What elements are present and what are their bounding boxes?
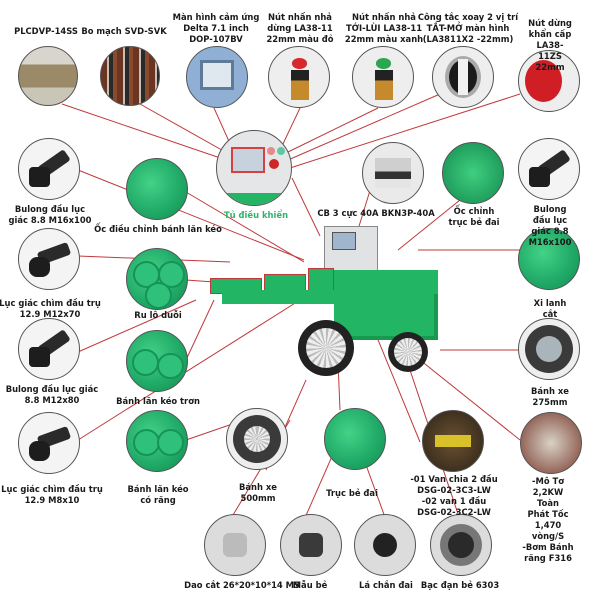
label-btn-green: Nút nhấn nhả TỚI-LÙI LA38-11 22mm màu xa…: [344, 12, 424, 44]
adjust-nut-image: [126, 158, 188, 220]
connector-line: [185, 191, 305, 263]
hex-bolt-m16-left-image: [18, 138, 80, 200]
label-toothed-roller: Bánh lăn kéo có răng: [127, 484, 189, 505]
cutting-blade-image: [204, 514, 266, 576]
label-estop: Nút dừng khẩn cấp LA38-11ZS 22mm: [528, 18, 572, 72]
label-socket-m8: Lục giác chìm đầu trụ 12.9 M8x10: [1, 484, 103, 505]
label-straightener: Ru lô duỗi: [134, 310, 182, 320]
connector-line: [77, 299, 301, 441]
bending-shaft-image: [324, 408, 386, 470]
socket-screw-m8-image: [18, 412, 80, 474]
label-bend-die: Mẫu bẻ: [292, 580, 328, 590]
touch-screen-image: [186, 46, 248, 108]
label-guard-plate: Lá chắn đai: [359, 580, 413, 590]
connector-line: [77, 299, 197, 353]
label-rotary: Công tắc xoay 2 vị trí TẮT-MỞ màn hình (…: [417, 12, 519, 44]
label-cb: CB 3 cực 40A BKN3P-40A: [317, 208, 435, 218]
connector-line: [185, 299, 215, 361]
wheel-500-image: [226, 408, 288, 470]
shaft-adjust-nut-image: [442, 142, 504, 204]
hmi-screen: [332, 232, 356, 250]
label-bearing: Bạc đạn bẻ 6303: [420, 580, 500, 590]
label-bolt-tl: Bulong đầu lục giác 8.8 M16x100: [8, 204, 92, 225]
circuit-breaker-image: [362, 142, 424, 204]
connector-line: [61, 103, 233, 163]
emergency-stop-image: [518, 50, 580, 112]
connector-line: [77, 169, 305, 261]
motor-pump-image: [520, 412, 582, 474]
wheel-275-image: [518, 318, 580, 380]
circuit-board-image: [100, 46, 160, 106]
valves-image: [422, 410, 484, 472]
large-wheel: [298, 320, 354, 376]
label-bolt-m12: Bulong đầu lục giác 8.8 M12x80: [5, 384, 99, 405]
label-bolt-tr: Bulong đầu lục giác 8.8 M16x100: [528, 204, 572, 247]
rotary-switch-image: [432, 46, 494, 108]
hex-bolt-m12-image: [18, 318, 80, 380]
label-wheel-500: Bánh xe 500mm: [239, 482, 277, 503]
label-blade: Dao cắt 26*20*10*14 M5: [184, 580, 300, 590]
cutting-cylinder-image: [518, 228, 580, 290]
label-wheel-275: Bánh xe 275mm: [531, 386, 569, 407]
plc-image: [18, 46, 78, 106]
socket-screw-m12-image: [18, 228, 80, 290]
connector-line: [287, 107, 379, 153]
label-socket-m12: Lục giác chìm đầu trụ 12.9 M12x70: [0, 298, 101, 319]
red-push-button-image: [268, 46, 330, 108]
connector-line: [287, 93, 441, 161]
small-wheel: [388, 332, 428, 372]
guard-plate-image: [354, 514, 416, 576]
bending-die-image: [280, 514, 342, 576]
connector-line: [281, 107, 301, 147]
label-shaft-nut: Ốc chỉnh trục bẻ đai: [448, 206, 500, 227]
hex-bolt-m16-right-image: [518, 138, 580, 200]
control-cabinet-image: [216, 130, 292, 206]
label-btn-red: Nút nhấn nhả dừng LA38-11 22mm màu đỏ: [266, 12, 334, 44]
label-cylinder: Xi lanh cắt: [533, 298, 567, 319]
label-hmi: Màn hình cảm ứng Delta 7.1 inch DOP-107B…: [172, 12, 260, 44]
stirrup-bending-machine: [200, 220, 450, 390]
connector-line: [289, 93, 521, 169]
green-push-button-image: [352, 46, 414, 108]
label-control-cabinet: Tủ điều khiển: [223, 210, 289, 220]
connector-line: [185, 279, 215, 283]
smooth-roller-image: [126, 330, 188, 392]
label-smooth-roller: Bánh lăn kéo trơn: [116, 396, 200, 406]
connector-line: [291, 177, 321, 237]
connector-line: [397, 199, 461, 251]
label-motor: -Mô Tơ 2,2KW Toàn Phát Tốc 1,470 vòng/S …: [522, 476, 574, 563]
label-plc: PLCDVP-14SS: [14, 26, 78, 36]
bearing-image: [430, 514, 492, 576]
label-adjust-nut: Ốc điều chỉnh bánh lăn kéo: [94, 224, 222, 234]
straightener-roller-image: [126, 248, 188, 310]
toothed-roller-image: [126, 410, 188, 472]
label-board: Bo mạch SVD-SVK: [81, 26, 167, 36]
label-bend-shaft: Trục bẻ đai: [326, 488, 378, 498]
label-valves: -01 Van chia 2 đầu DSG-02-3C3-LW -02 van…: [410, 474, 498, 517]
